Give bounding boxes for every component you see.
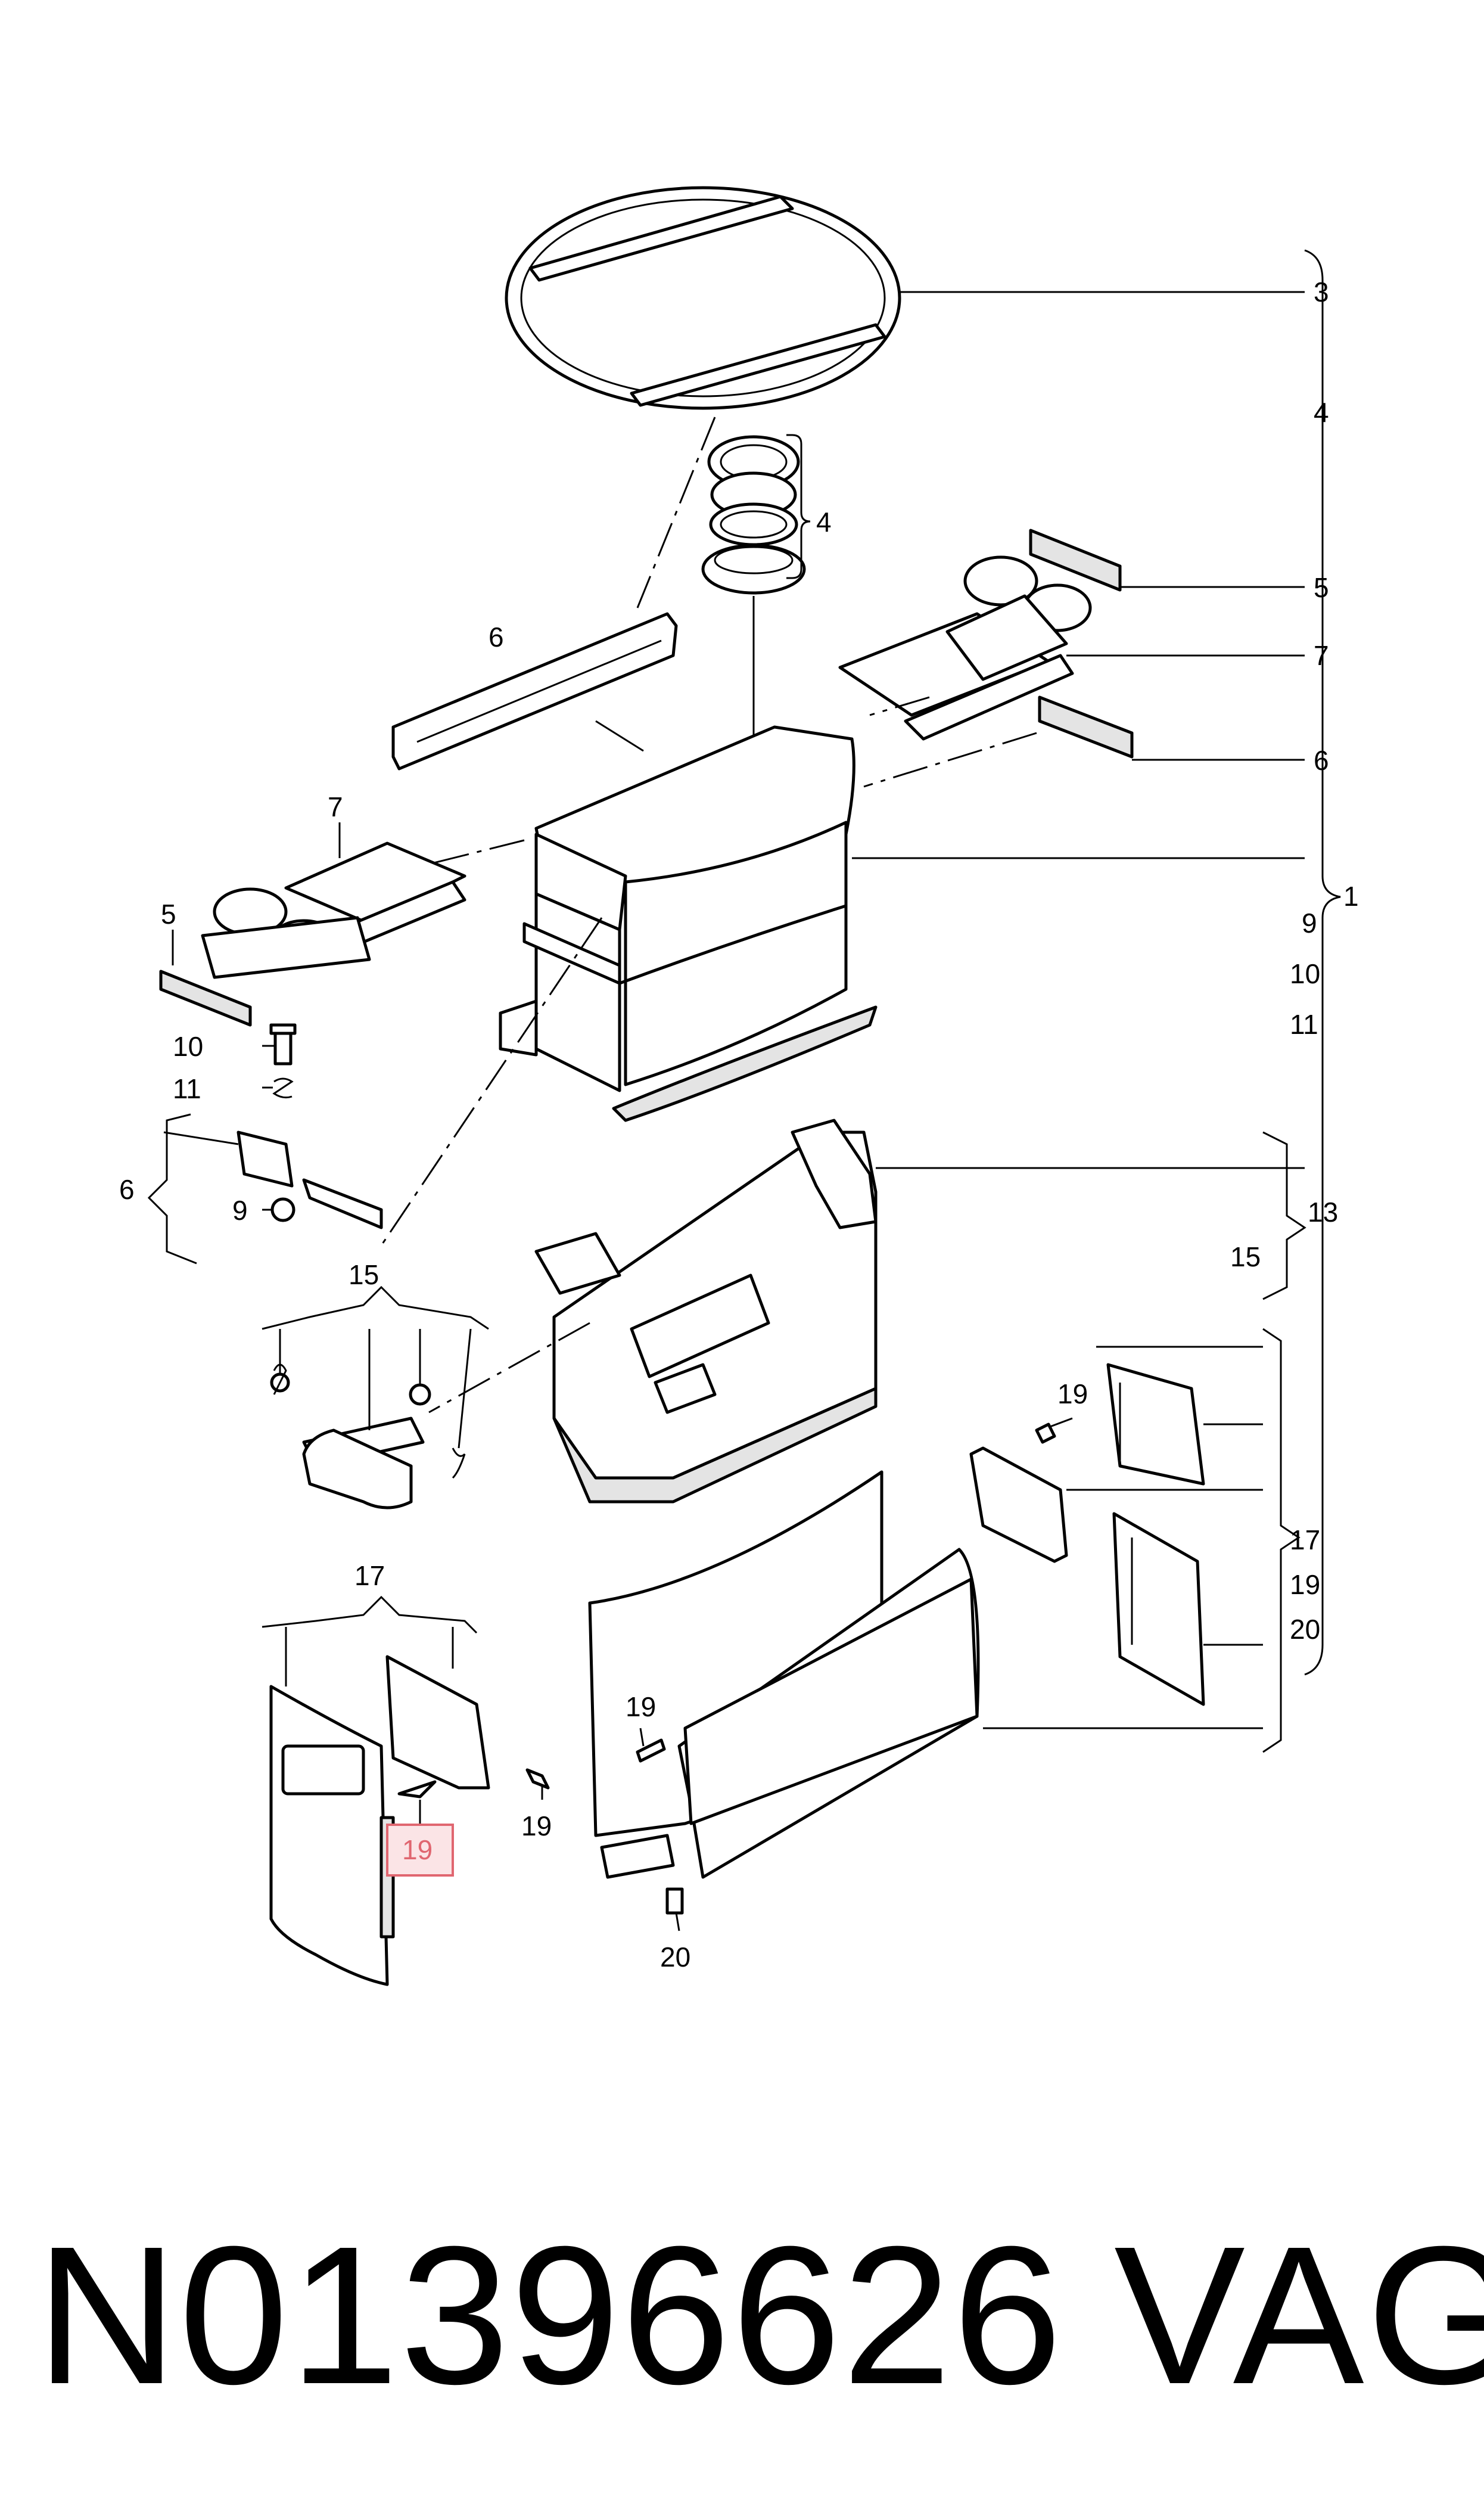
callout-10-left: 10 — [173, 1031, 203, 1062]
side-panels-part — [969, 1363, 1205, 1706]
group-1-brace — [1304, 249, 1341, 1676]
callout-5-left: 5 — [161, 899, 176, 930]
brand-label: VAG — [1114, 2205, 1484, 2425]
callout-13: 13 — [1308, 1197, 1338, 1228]
callout-11-left: 11 — [173, 1073, 201, 1104]
door-panel-part — [269, 1655, 490, 1986]
latch-part — [270, 1363, 466, 1509]
support-frame-part — [534, 1119, 878, 1504]
callout-17-right: 17 — [1290, 1524, 1320, 1555]
callout-20-right: 20 — [1290, 1614, 1320, 1645]
callout-19-right-top: 19 — [1057, 1378, 1088, 1409]
screws-part — [397, 1422, 1056, 1799]
callout-6-left: 6 — [119, 1174, 135, 1205]
console-box-part — [499, 725, 878, 1122]
callout-6-top: 6 — [489, 622, 504, 653]
callout-11-right: 11 — [1290, 1009, 1318, 1040]
part-number: N01396626 — [36, 2205, 1063, 2425]
cupholder-left-part — [159, 841, 466, 1027]
callout-1: 1 — [1343, 881, 1359, 912]
small-hardware-part — [237, 1023, 383, 1229]
highlighted-callout-box — [386, 1824, 454, 1877]
callout-19-lower: 19 — [521, 1810, 552, 1841]
callout-19-highlighted: 19 — [402, 1834, 433, 1865]
callout-3: 3 — [1314, 277, 1329, 308]
callout-10-right: 10 — [1290, 958, 1320, 989]
callout-20-bottom: 20 — [660, 1942, 690, 1973]
callout-9-right: 9 — [1302, 908, 1317, 939]
callout-labels: 3 4 4 5 7 6 6 7 1 9 5 10 11 10 11 6 9 13… — [119, 277, 1359, 1973]
callout-19-mid: 19 — [626, 1691, 656, 1722]
ring-stack-part — [701, 435, 806, 595]
callout-19-right: 19 — [1290, 1569, 1320, 1600]
callout-17-left: 17 — [354, 1560, 385, 1591]
callout-5-right: 5 — [1314, 572, 1329, 603]
callout-7-left: 7 — [328, 791, 343, 822]
callout-4: 4 — [816, 507, 832, 538]
trim-strip-part — [391, 612, 678, 771]
callout-7-right: 7 — [1314, 640, 1329, 671]
callout-4-right: 4 — [1314, 397, 1329, 428]
callout-9-left: 9 — [232, 1195, 248, 1226]
callout-15-left: 15 — [349, 1259, 379, 1290]
callout-15-right: 15 — [1230, 1241, 1261, 1272]
cupholder-right-part — [838, 529, 1134, 759]
callout-6-right: 6 — [1314, 745, 1329, 776]
armrest-lid-part — [505, 186, 901, 410]
